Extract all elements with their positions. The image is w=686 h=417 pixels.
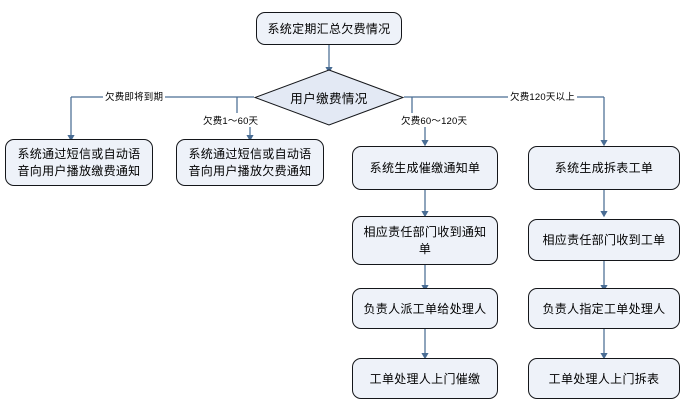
- node-60-120-visit-label: 工单处理人上门催缴: [369, 371, 481, 386]
- node-60-120-visit[interactable]: 工单处理人上门催缴: [352, 358, 498, 399]
- node-120-plus-assign-label: 负责人指定工单处理人: [542, 301, 666, 316]
- diamond-shape: [254, 69, 404, 126]
- node-1-60-notify[interactable]: 系统通过短信或自动语音向用户播放欠费通知: [176, 139, 324, 186]
- node-120-plus-generate[interactable]: 系统生成拆表工单: [528, 146, 680, 190]
- node-60-120-assign[interactable]: 负责人派工单给处理人: [352, 288, 498, 329]
- node-start-label: 系统定期汇总欠费情况: [267, 21, 391, 36]
- edge-label-overdue-soon: 欠费即将到期: [103, 89, 166, 103]
- node-decision[interactable]: 用户缴费情况: [254, 69, 404, 126]
- node-decision-label: 用户缴费情况: [290, 92, 368, 106]
- node-60-120-receive[interactable]: 相应责任部门收到通知单: [352, 216, 498, 265]
- node-soon-notify[interactable]: 系统通过短信或自动语音向用户播放缴费通知: [5, 139, 153, 186]
- node-120-plus-receive-label: 相应责任部门收到工单: [542, 233, 666, 247]
- node-120-plus-receive[interactable]: 相应责任部门收到工单: [528, 219, 680, 261]
- node-start[interactable]: 系统定期汇总欠费情况: [256, 12, 402, 45]
- node-120-plus-generate-label: 系统生成拆表工单: [554, 161, 654, 175]
- edge-label-overdue-120-plus: 欠费120天以上: [508, 89, 577, 103]
- node-soon-notify-label: 系统通过短信或自动语音向用户播放缴费通知: [17, 146, 141, 178]
- edge-label-overdue-60-120: 欠费60～120天: [399, 113, 470, 127]
- node-120-plus-visit-label: 工单处理人上门拆表: [548, 371, 660, 386]
- node-1-60-notify-label: 系统通过短信或自动语音向用户播放欠费通知: [188, 146, 312, 178]
- node-60-120-generate-label: 系统生成催缴通知单: [369, 161, 481, 175]
- node-120-plus-visit[interactable]: 工单处理人上门拆表: [528, 358, 680, 399]
- node-60-120-generate[interactable]: 系统生成催缴通知单: [352, 146, 498, 190]
- node-60-120-assign-label: 负责人派工单给处理人: [363, 301, 487, 316]
- edge-label-overdue-1-60: 欠费1～60天: [201, 113, 261, 127]
- node-120-plus-assign[interactable]: 负责人指定工单处理人: [528, 288, 680, 329]
- node-60-120-receive-label: 相应责任部门收到通知单: [363, 224, 487, 256]
